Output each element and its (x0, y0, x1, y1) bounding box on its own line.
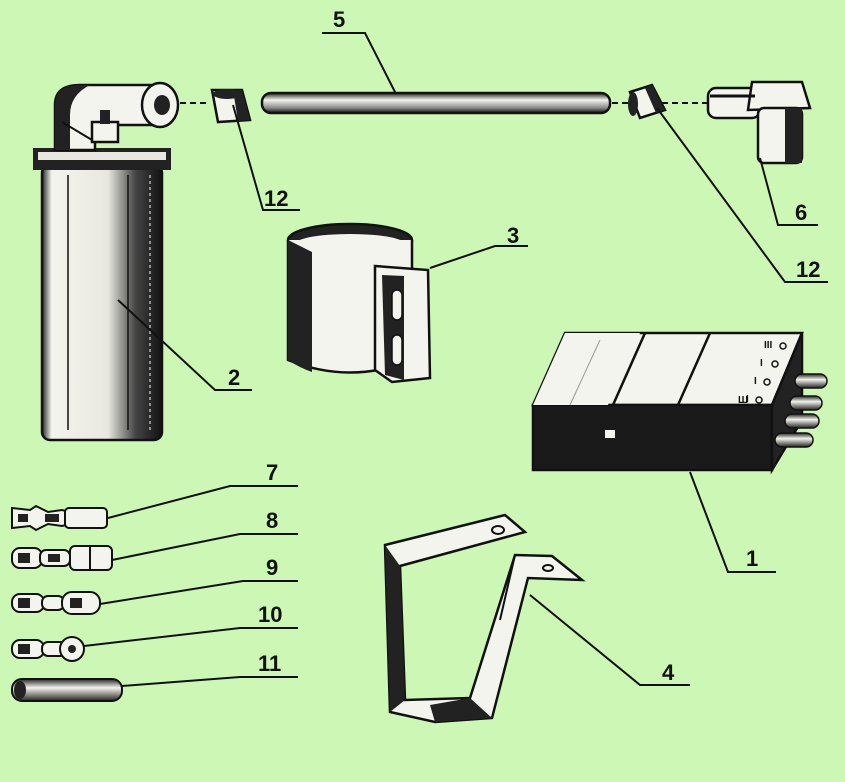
part-9-bullet-terminal (11, 591, 101, 615)
callout-11: 11 (258, 651, 281, 676)
callout-labels: 12 5 12 6 3 2 1 4 7 8 9 10 11 (228, 7, 820, 685)
part-12-right-bushing (628, 83, 667, 120)
part-3-clamp-band (286, 222, 432, 384)
marking-m1: III (764, 340, 773, 351)
callout-2: 2 (228, 365, 240, 390)
part-6-spark-plug-cap (706, 80, 812, 165)
marking-m3: I (754, 376, 757, 387)
callout-9: 9 (266, 555, 278, 580)
part-4-mounting-bracket (383, 513, 586, 724)
callout-4: 4 (662, 660, 675, 685)
callout-8: 8 (266, 508, 278, 533)
part-11-tube-sleeve (11, 678, 123, 702)
marking-m4: I (746, 394, 749, 405)
callout-10: 10 (258, 602, 282, 627)
part-5-connecting-rod (180, 91, 708, 115)
callout-5: 5 (333, 7, 345, 32)
leader-lines (83, 32, 828, 687)
callout-3: 3 (507, 223, 519, 248)
part-10-ring-terminal (11, 636, 85, 662)
callout-1: 1 (746, 546, 758, 571)
callout-7: 7 (266, 460, 278, 485)
part-1-control-module: III I I I Ш (531, 331, 828, 475)
part-8-sleeve-terminal (11, 545, 113, 571)
part-12-left-bushing (210, 88, 252, 124)
marking-m2: I (760, 358, 763, 369)
callout-12-left: 12 (264, 186, 288, 211)
part-2-ignition-coil (33, 81, 180, 442)
callout-12-right: 12 (796, 257, 820, 282)
callout-6: 6 (795, 200, 807, 225)
marking-m5: Ш (738, 395, 748, 406)
part-7-flat-terminal (11, 504, 108, 532)
